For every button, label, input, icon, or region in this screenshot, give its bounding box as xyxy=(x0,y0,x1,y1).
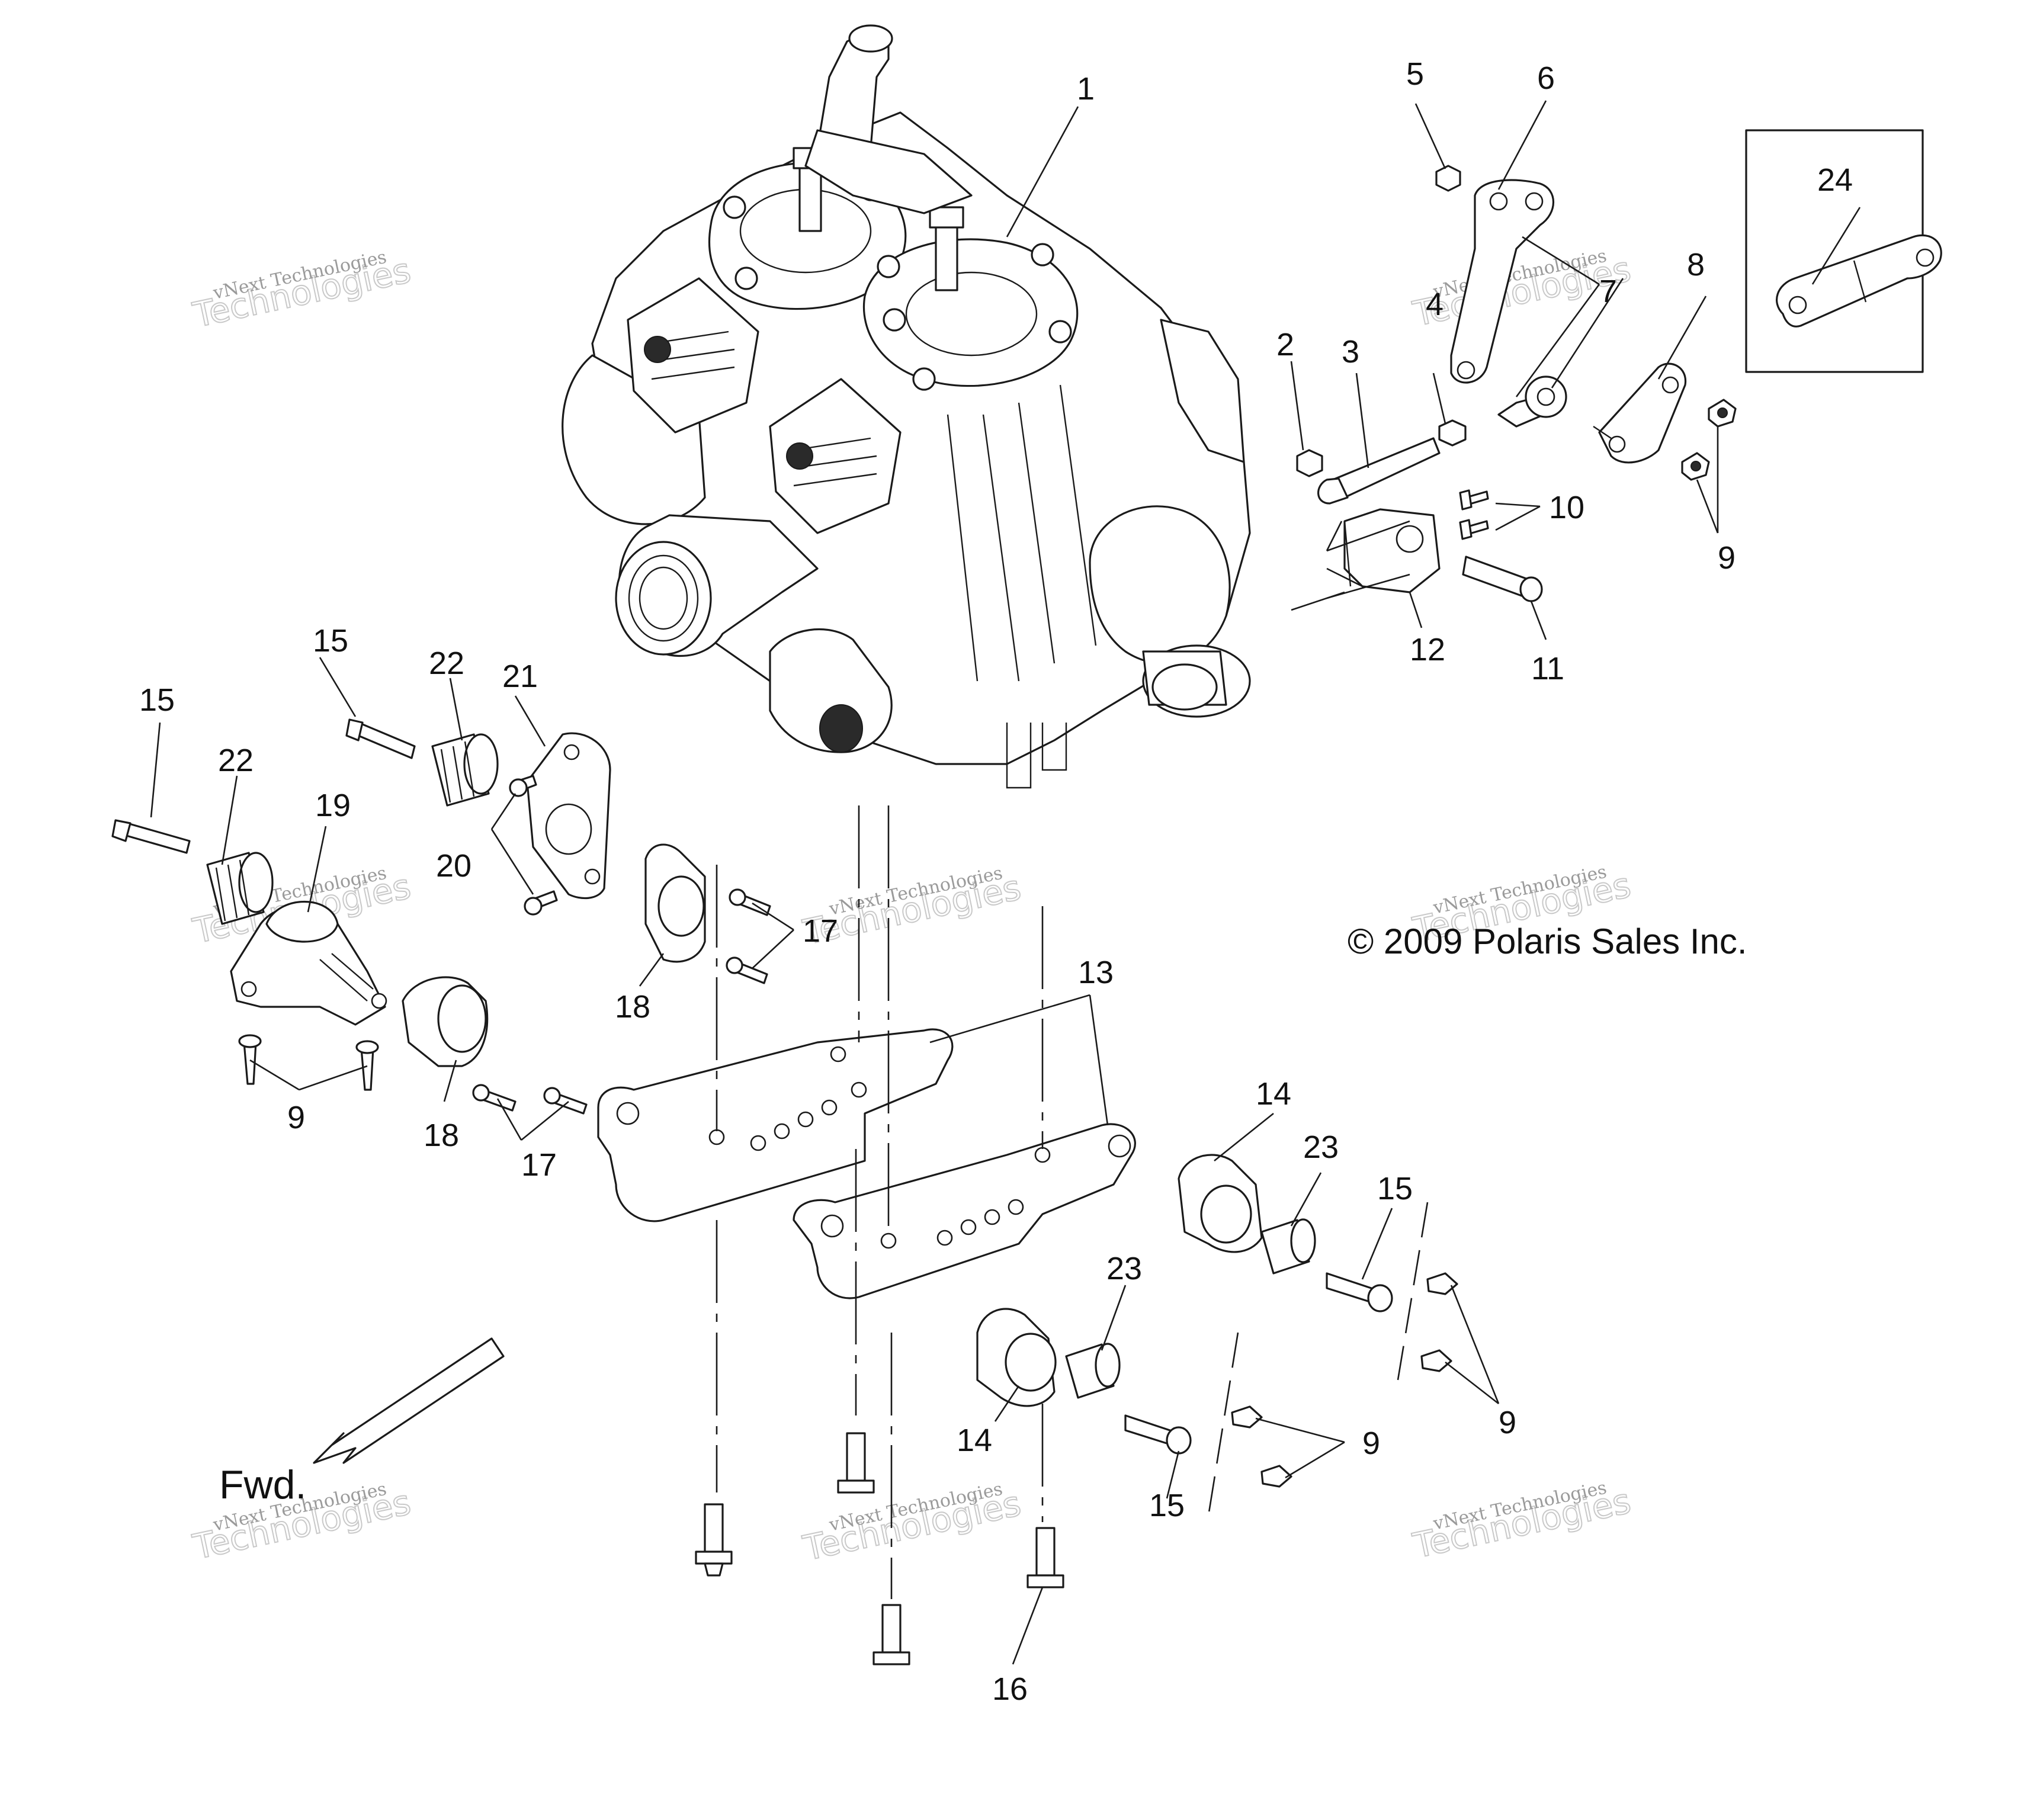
callout-15-upper: 15 xyxy=(313,623,348,659)
callout-24: 24 xyxy=(1817,162,1853,198)
forward-arrow xyxy=(313,1337,505,1464)
callout-15-lower: 15 xyxy=(1149,1488,1185,1523)
callout-17-lower: 17 xyxy=(521,1147,557,1183)
part-17-screws-upper xyxy=(726,888,771,984)
callout-18-lower: 18 xyxy=(424,1118,459,1153)
callout-23-right: 23 xyxy=(1303,1129,1339,1165)
watermark: Technologies vNext Technologies xyxy=(799,1479,1025,1569)
callout-16: 16 xyxy=(992,1671,1028,1707)
callout-12: 12 xyxy=(1410,632,1445,667)
callout-7: 7 xyxy=(1599,274,1617,309)
callout-9-lower-center: 9 xyxy=(1362,1426,1380,1461)
callout-15-left: 15 xyxy=(139,682,175,718)
part-17-screws-lower xyxy=(472,1084,588,1115)
callout-17-upper: 17 xyxy=(803,913,838,949)
callout-2: 2 xyxy=(1276,327,1294,362)
callout-6: 6 xyxy=(1537,60,1555,96)
watermark: Technologies vNext Technologies xyxy=(1409,1477,1635,1567)
callout-3: 3 xyxy=(1342,334,1359,370)
part-15-bolt-a xyxy=(354,721,416,759)
callout-1: 1 xyxy=(1077,71,1095,107)
part-15-bolt-d xyxy=(1124,1414,1192,1455)
part-15-bolt-c xyxy=(1326,1272,1393,1312)
callout-9-lower-right: 9 xyxy=(1499,1405,1516,1440)
part-5-nut xyxy=(1435,165,1461,192)
watermark: Technologies vNext Technologies xyxy=(189,247,415,336)
callout-8: 8 xyxy=(1687,247,1705,283)
part-9-bolts-top xyxy=(1681,399,1737,481)
part-18-mount-b xyxy=(402,976,489,1067)
part-3-turnbuckle xyxy=(1332,437,1441,499)
part-22-bushing-b xyxy=(206,852,274,925)
callout-14-left: 14 xyxy=(957,1423,992,1458)
part-23-bushing-b xyxy=(1065,1343,1121,1399)
callout-5: 5 xyxy=(1406,56,1424,92)
part-24-link xyxy=(1776,234,1942,328)
callout-18-upper: 18 xyxy=(615,989,650,1025)
part-9-bolts-left xyxy=(238,1034,379,1091)
part-13-mount-bars xyxy=(597,1028,1136,1299)
callout-4: 4 xyxy=(1426,287,1443,322)
centerlines xyxy=(716,805,1429,1599)
forward-label: Fwd. xyxy=(219,1462,306,1507)
part-14-mount-a xyxy=(1178,1154,1263,1253)
part-4-nut xyxy=(1438,419,1467,447)
callout-15-right: 15 xyxy=(1377,1171,1413,1206)
callout-19: 19 xyxy=(315,788,351,823)
engine-assembly xyxy=(562,24,1251,789)
callout-10: 10 xyxy=(1549,490,1584,525)
callout-20: 20 xyxy=(436,848,471,884)
leader-lines xyxy=(150,100,1861,1665)
callout-21: 21 xyxy=(502,659,538,694)
part-14-mount-b xyxy=(976,1308,1057,1407)
callout-23-left: 23 xyxy=(1106,1251,1142,1286)
callout-13: 13 xyxy=(1078,955,1114,990)
part-18-mount-a xyxy=(644,843,706,963)
callout-9-top-right: 9 xyxy=(1718,540,1736,576)
callout-14-right: 14 xyxy=(1256,1076,1291,1112)
callout-22-lower: 22 xyxy=(218,743,254,778)
callout-22-upper: 22 xyxy=(429,646,464,681)
callout-9-left: 9 xyxy=(287,1100,305,1135)
callout-labels: 1 2 3 4 5 6 7 8 9 9 9 9 10 11 12 13 14 1… xyxy=(139,56,1853,1707)
callout-11: 11 xyxy=(1531,651,1564,686)
copyright-text: © 2009 Polaris Sales Inc. xyxy=(1348,922,1747,961)
part-23-bushing-a xyxy=(1260,1218,1316,1275)
part-16-bolts xyxy=(695,1432,1064,1665)
part-15-bolt-b xyxy=(123,822,191,854)
part-22-bushing-a xyxy=(431,733,499,807)
part-9-bolts-lower xyxy=(1231,1272,1458,1488)
part-2-nut xyxy=(1296,449,1323,477)
